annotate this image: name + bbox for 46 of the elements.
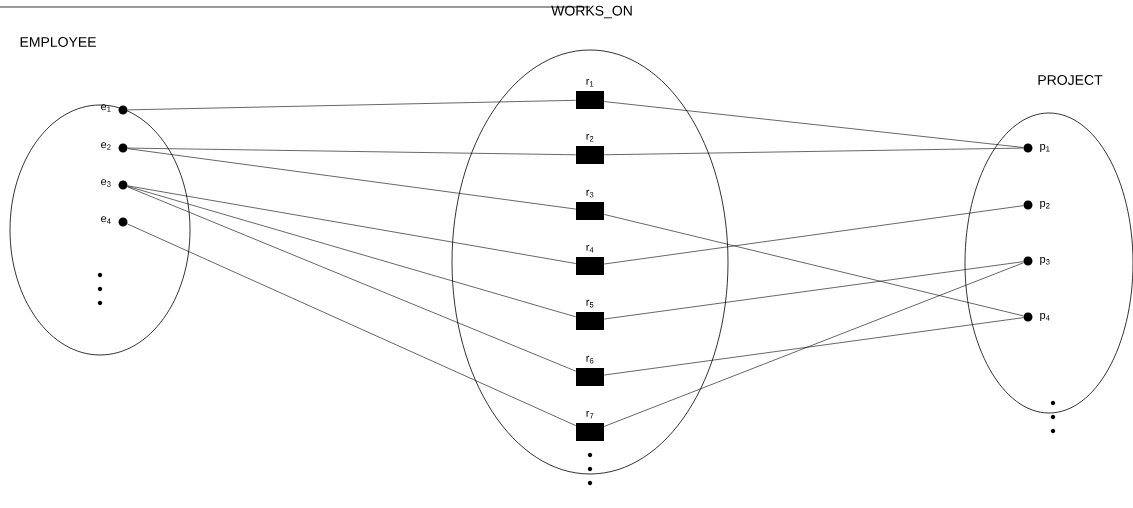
connector-line (127, 223, 577, 426)
node-label: EMPLOYEE (20, 37, 96, 47)
connector-line (127, 100, 577, 111)
entity-point: e$_{1}$ (101, 104, 128, 115)
connector-line (603, 147, 1024, 156)
node-label: e$_{2}$ (101, 142, 111, 150)
node-label: r$_{7}$ (586, 410, 594, 419)
node-label: p$_{1}$ (1040, 143, 1050, 153)
node-label: r$_{2}$ (586, 133, 594, 142)
entity-point: p$_{2}$ (1023, 200, 1050, 210)
entity-point: e$_{4}$ (101, 216, 128, 227)
connector-line (127, 186, 577, 318)
connector-line (603, 214, 1024, 317)
relationship-square: r$_{1}$ (576, 78, 604, 109)
connector-line (603, 317, 1024, 376)
relationship-square: r$_{5}$ (576, 299, 604, 330)
connector-line (603, 205, 1024, 265)
node-label: PROJECT (1038, 75, 1103, 85)
relationship-square: r$_{7}$ (576, 410, 604, 441)
node-label: p$_{3}$ (1040, 256, 1050, 266)
entity-point: e$_{3}$ (101, 179, 128, 190)
node-label: p$_{2}$ (1040, 200, 1050, 210)
relationship-square: r$_{3}$ (576, 189, 604, 220)
node-label: WORKS_ON (551, 5, 632, 19)
node-label: e$_{4}$ (101, 216, 111, 224)
entity-point: p$_{4}$ (1023, 312, 1050, 322)
node-label: r$_{3}$ (586, 189, 594, 198)
connector-line (127, 186, 577, 372)
connector-line (127, 147, 577, 156)
node-label: r$_{1}$ (586, 78, 594, 87)
relationship-square: r$_{4}$ (576, 244, 604, 275)
entity-point: p$_{3}$ (1023, 256, 1050, 266)
node-label: r$_{4}$ (586, 244, 594, 253)
connector-line (127, 148, 577, 210)
entity-point: e$_{2}$ (101, 142, 128, 153)
node-label: e$_{3}$ (101, 179, 111, 187)
connector-line (603, 262, 1024, 427)
entity-point: p$_{1}$ (1023, 143, 1050, 153)
relationship-square: r$_{6}$ (576, 355, 604, 386)
node-label: r$_{6}$ (586, 355, 594, 364)
node-label: p$_{4}$ (1040, 312, 1050, 322)
node-label: e$_{1}$ (101, 104, 111, 112)
connector-line (603, 261, 1024, 320)
relationship-square: r$_{2}$ (576, 133, 604, 164)
node-label: r$_{5}$ (586, 299, 594, 308)
connector-line (127, 185, 577, 264)
